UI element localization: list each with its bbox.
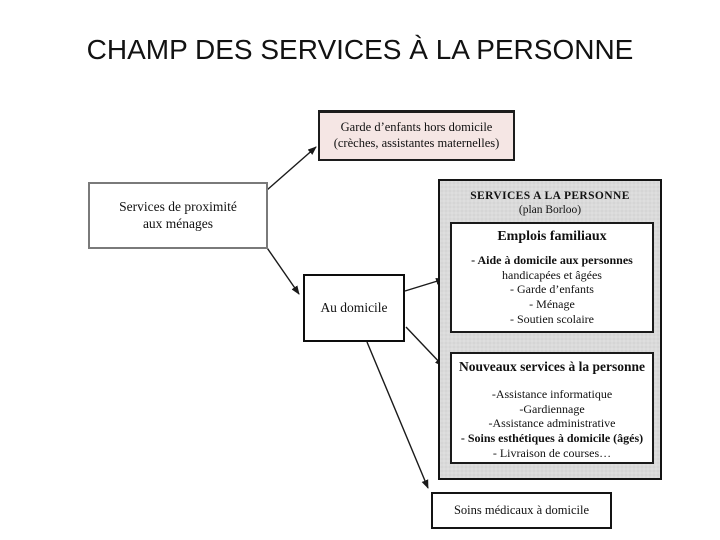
node-au-domicile: Au domicile xyxy=(303,274,405,342)
nouveaux-title: Nouveaux services à la personne xyxy=(459,359,645,374)
node-soins-label: Soins médicaux à domicile xyxy=(453,502,590,517)
node-proximite-line1: Services de proximité xyxy=(119,198,237,214)
list-item: - Aide à domicile aux personnes xyxy=(471,253,633,267)
node-proximite-line2: aux ménages xyxy=(142,215,214,231)
emplois-items: - Aide à domicile aux personnes handicap… xyxy=(452,253,652,326)
group-services-a-la-personne: SERVICES A LA PERSONNE (plan Borloo) Emp… xyxy=(438,179,662,480)
node-garde-line1: Garde d’enfants hors domicile xyxy=(340,120,493,135)
node-nouveaux-services: Nouveaux services à la personne -Assista… xyxy=(450,352,654,464)
arrow-domicile-to-soins xyxy=(366,341,429,489)
list-item: -Assistance informatique xyxy=(491,387,613,401)
group-title: SERVICES A LA PERSONNE xyxy=(470,190,630,202)
node-garde-line2: (crèches, assistantes maternelles) xyxy=(333,136,500,150)
list-item: handicapées et âgées xyxy=(502,267,602,282)
list-item: - Garde d’enfants xyxy=(510,282,594,297)
arrow-proximite-to-domicile xyxy=(262,241,300,295)
list-item: - Livraison de courses… xyxy=(492,445,612,460)
list-item: - Soins esthétiques à domicile (âgés) xyxy=(460,430,644,445)
page-title: CHAMP DES SERVICES À LA PERSONNE xyxy=(86,34,634,65)
node-garde-hors-domicile: Garde d’enfants hors domicile (crèches, … xyxy=(318,110,515,161)
list-item: -Gardiennage xyxy=(519,401,585,416)
group-subtitle: (plan Borloo) xyxy=(518,203,582,216)
nouveaux-items: -Assistance informatique -Gardiennage -A… xyxy=(452,387,652,460)
node-services-proximite: Services de proximité aux ménages xyxy=(88,182,268,249)
list-item: - Soutien scolaire xyxy=(510,311,594,326)
node-soins-medicaux: Soins médicaux à domicile xyxy=(431,492,612,529)
list-item: - Ménage xyxy=(529,296,575,311)
node-au-domicile-label: Au domicile xyxy=(320,299,388,315)
group-header: SERVICES A LA PERSONNE (plan Borloo) xyxy=(440,190,660,218)
node-emplois-familiaux: Emplois familiaux - Aide à domicile aux … xyxy=(450,222,654,333)
arrow-proximite-to-garde xyxy=(266,146,317,191)
list-item: -Assistance administrative xyxy=(488,416,616,431)
emplois-title: Emplois familiaux xyxy=(497,229,607,244)
